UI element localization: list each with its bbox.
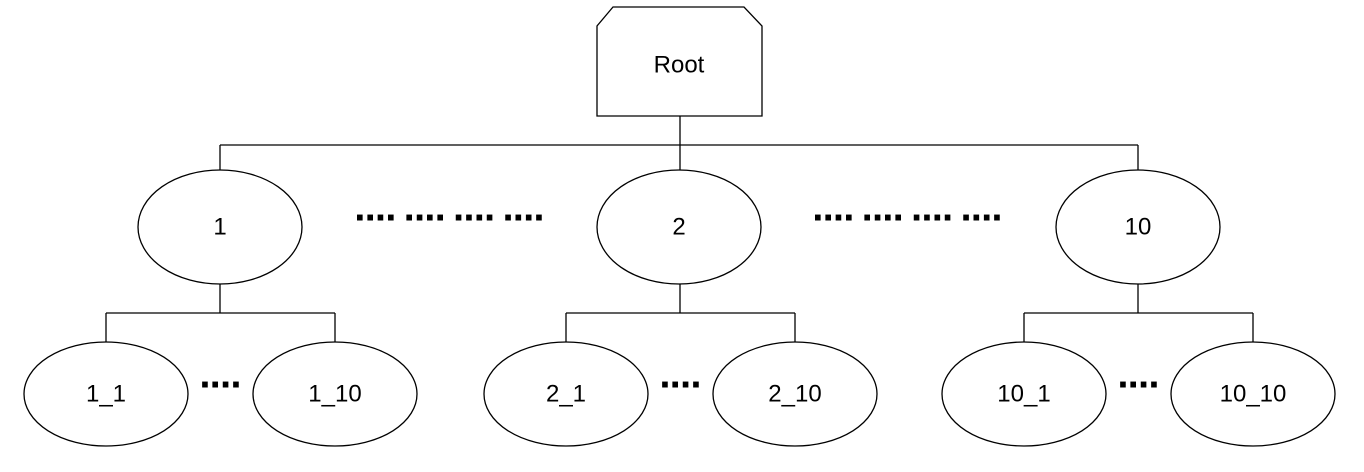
root-box [596, 6, 763, 117]
node-ellipse [23, 341, 189, 447]
level2-node-1_10: 1_10 [252, 341, 418, 447]
root-node: Root [596, 6, 763, 117]
level1-node-2: 2 [596, 169, 762, 285]
node-label: 2_1 [546, 381, 586, 408]
node-ellipse [596, 169, 762, 285]
level2-node-1_1: 1_1 [23, 341, 189, 447]
node-ellipse [941, 341, 1107, 447]
ellipsis-dots: ···· [659, 363, 700, 407]
node-label: 2 [672, 214, 685, 241]
node-label: 10 [1125, 214, 1152, 241]
level2-node-2_1: 2_1 [483, 341, 649, 447]
node-ellipse [137, 169, 303, 285]
node-label: 2_10 [768, 381, 821, 408]
node-ellipse [712, 341, 878, 447]
node-label: 1 [213, 214, 226, 241]
node-ellipse [1170, 341, 1336, 447]
root-edges [219, 116, 1139, 170]
node-label: 1_10 [308, 381, 361, 408]
node-label: 1_1 [86, 381, 126, 408]
level2-node-10_1: 10_1 [941, 341, 1107, 447]
level1-node-1: 1 [137, 169, 303, 285]
level2-node-10_10: 10_10 [1170, 341, 1336, 447]
node-ellipse [252, 341, 418, 447]
level2-edges [105, 284, 1254, 342]
node-label: 10_1 [997, 381, 1050, 408]
ellipsis-dots: ···· [199, 363, 240, 407]
ellipsis-dots: ···· ···· ···· ···· [812, 196, 1001, 240]
root-label: Root [654, 52, 705, 79]
node-ellipse [483, 341, 649, 447]
node-ellipse [1055, 169, 1221, 285]
level2-node-2_10: 2_10 [712, 341, 878, 447]
node-label: 10_10 [1220, 381, 1287, 408]
ellipsis-dots: ···· ···· ···· ···· [354, 196, 543, 240]
level1-node-10: 10 [1055, 169, 1221, 285]
ellipsis-dots: ···· [1117, 363, 1158, 407]
